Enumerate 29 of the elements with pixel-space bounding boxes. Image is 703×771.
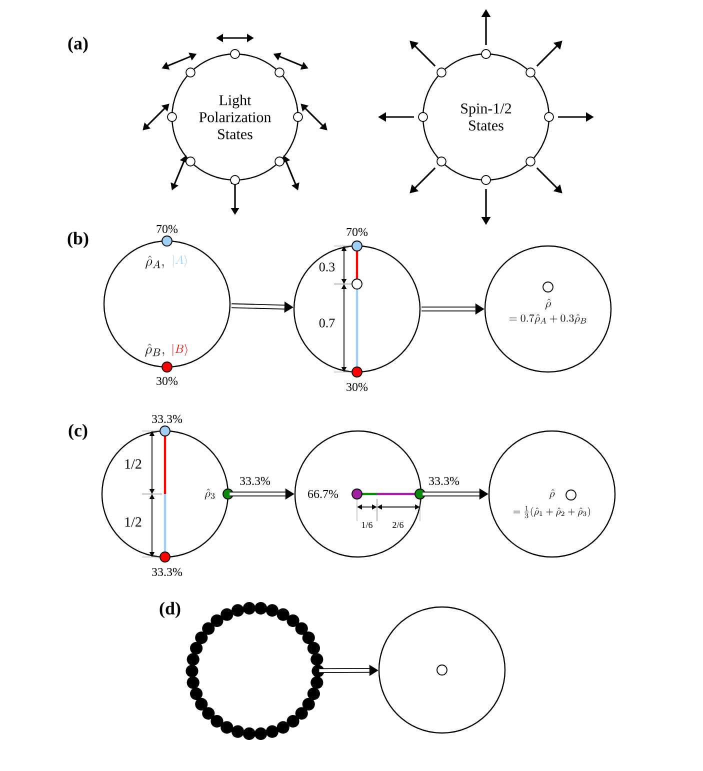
percent-label: 66.7% — [308, 490, 338, 498]
state-label: $\hat{\rho}_3$ — [204, 488, 215, 500]
panel-label: (d) — [160, 602, 180, 618]
state-label: $\hat{\rho}_B,$ — [145, 344, 164, 357]
dotted-ring — [186, 602, 324, 740]
state-circle — [103, 240, 231, 368]
state-circle — [293, 245, 421, 373]
percent-label: 33.3% — [240, 476, 270, 486]
dimension-label: 0.3 — [319, 262, 335, 272]
panel-label: (a) — [68, 36, 88, 54]
dimension-label: 1/2 — [125, 459, 142, 469]
panel-label: (b) — [68, 232, 88, 248]
dimension-label: 0.7 — [319, 318, 335, 328]
state-label: $|B\rangle$ — [172, 344, 188, 356]
formula: $\hat{\rho}$ — [550, 489, 555, 500]
formula: $= 0.7\hat{\rho}_A + 0.3\hat{\rho}_B$ — [509, 314, 586, 324]
panel-label: (c) — [68, 424, 88, 440]
dimension-label: 2/6 — [392, 522, 404, 528]
dimension-label: 1/6 — [362, 522, 372, 528]
formula: $= \frac{1}{3}(\hat{\rho}_1 + \hat{\rho}_2 + \hat{\rho}_3)$ — [514, 506, 590, 518]
state-circle — [378, 606, 506, 734]
state-label: $|A\rangle$ — [173, 255, 188, 267]
state-label: $\hat{\rho}_A,$ — [145, 256, 164, 269]
state-circle — [294, 430, 422, 558]
percent-label: 33.3% — [152, 568, 182, 576]
percent-label: 33.3% — [429, 476, 460, 486]
formula: $\hat{\rho}$ — [545, 298, 551, 310]
dimension-label: 1/2 — [125, 517, 142, 527]
state-circle — [101, 430, 229, 558]
